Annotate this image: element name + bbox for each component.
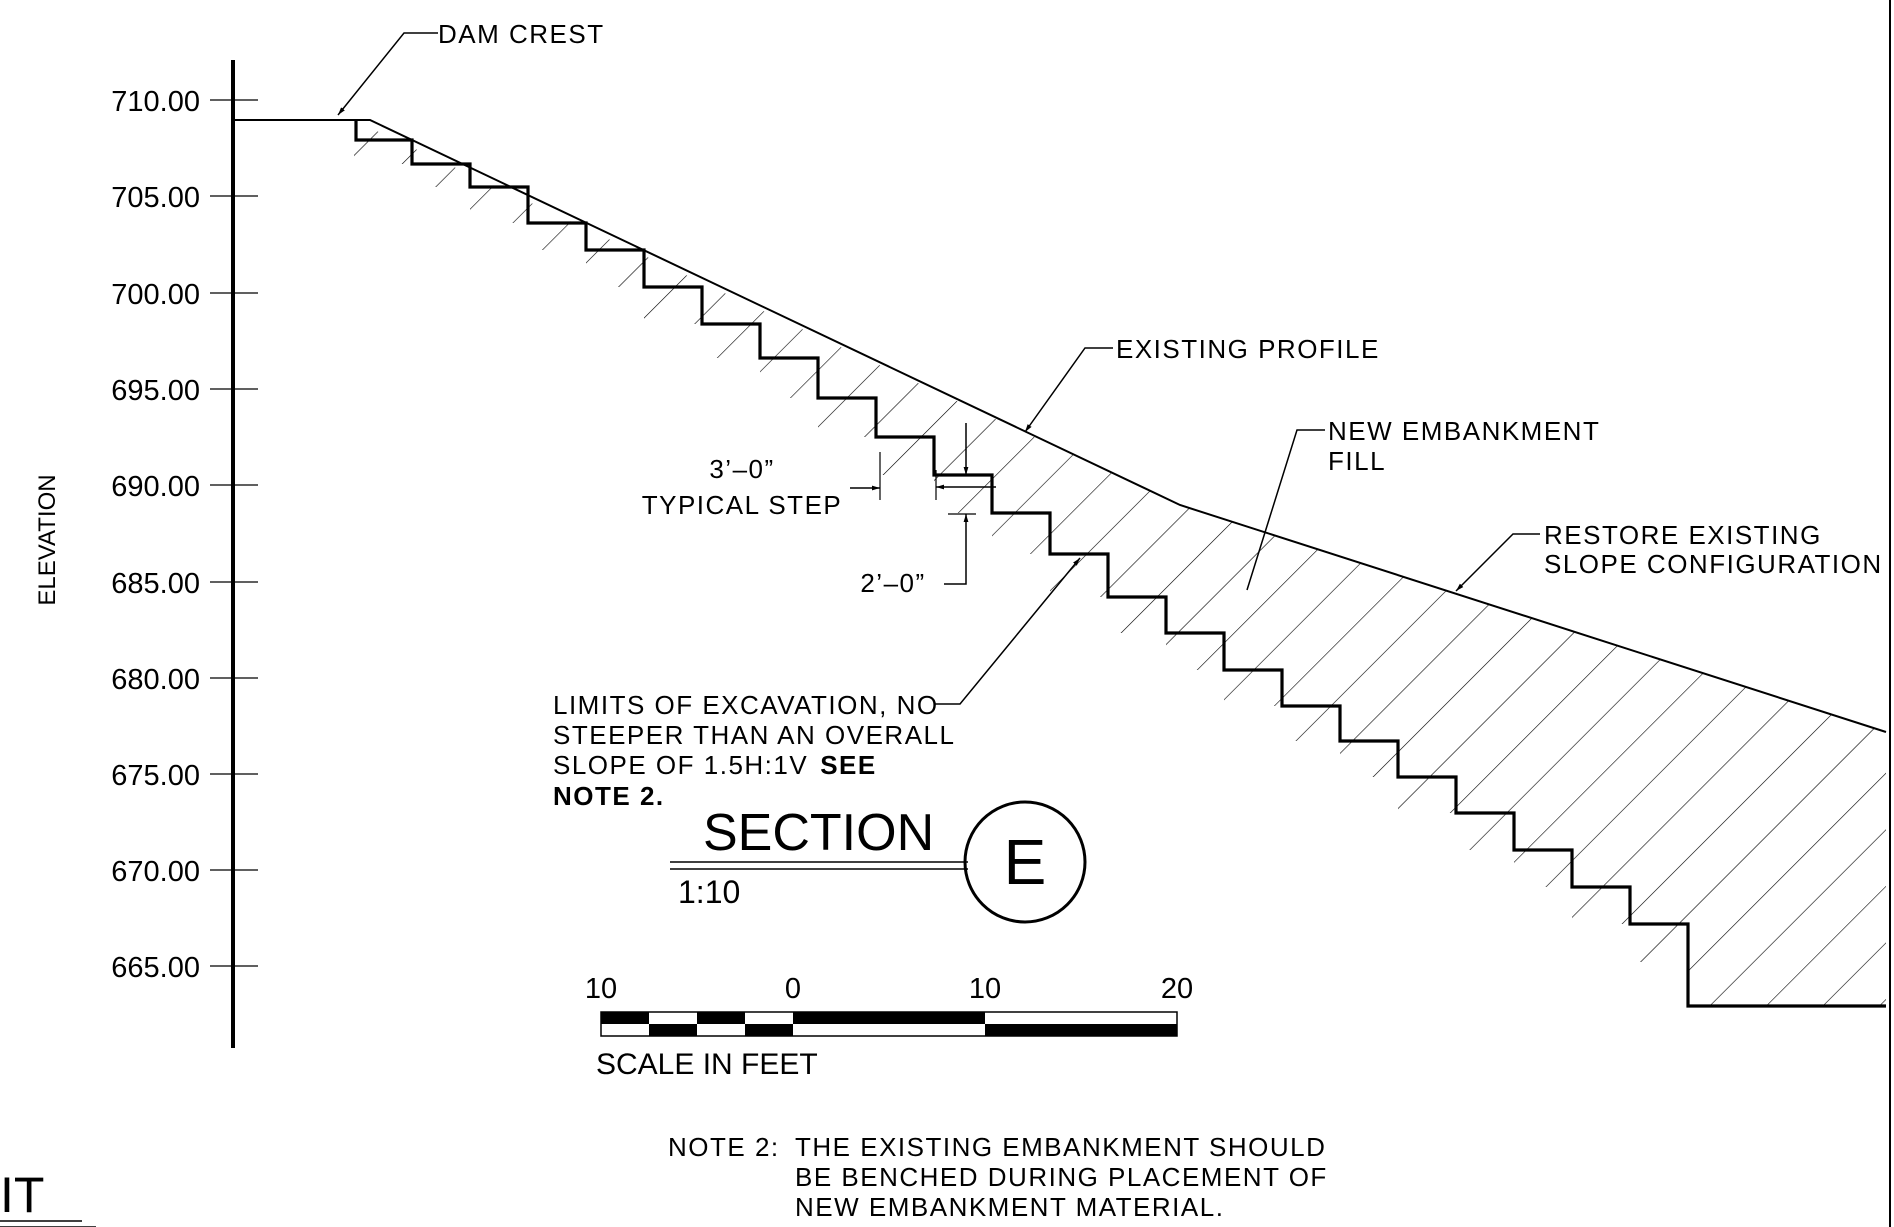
scale-label: SCALE IN FEET [596, 1048, 818, 1081]
section-letter: E [1004, 826, 1047, 898]
note-line: BE BENCHED DURING PLACEMENT OF [795, 1162, 1328, 1192]
tick-label: 705.00 [111, 182, 200, 214]
scale-tick: 0 [785, 973, 801, 1005]
tick-label: 680.00 [111, 664, 200, 696]
tick-label: 690.00 [111, 471, 200, 503]
see-note-text: SEE [820, 750, 877, 780]
limits-leader [935, 557, 1081, 705]
elevation-axis: 710.00 705.00 700.00 695.00 690.00 685.0… [34, 60, 258, 1048]
existing-profile-line [353, 119, 1887, 733]
scale-tick: 10 [585, 973, 617, 1005]
scale-tick: 10 [969, 973, 1001, 1005]
section-title: SECTION [703, 804, 934, 862]
new-embankment-fill-region [353, 120, 1886, 1006]
note-prefix: NOTE 2: [668, 1132, 780, 1162]
limits-label: STEEPER THAN AN OVERALL [553, 720, 955, 750]
scale-tick: 20 [1161, 973, 1193, 1005]
note-line: THE EXISTING EMBANKMENT SHOULD [795, 1132, 1326, 1162]
tick-label: 710.00 [111, 86, 200, 118]
typical-step-label: TYPICAL STEP [642, 490, 843, 520]
existing-profile-label: EXISTING PROFILE [1116, 334, 1380, 364]
restore-label: SLOPE CONFIGURATION [1544, 549, 1883, 579]
limits-label: SLOPE OF 1.5H:1V SEE [553, 750, 877, 780]
tick-label: 675.00 [111, 760, 200, 792]
new-embankment-label: NEW EMBANKMENT [1328, 416, 1600, 446]
new-embankment-leader [1246, 429, 1325, 591]
tick-label: 670.00 [111, 856, 200, 888]
note-line: NEW EMBANKMENT MATERIAL. [795, 1192, 1224, 1222]
section-title-block: SECTION 1:10 E [670, 800, 1087, 924]
dam-crest-label: DAM CREST [438, 19, 605, 49]
section-scale: 1:10 [678, 874, 740, 910]
limits-text: SLOPE OF 1.5H:1V [553, 750, 808, 780]
tick-label: 685.00 [111, 568, 200, 600]
stepped-excavation-line [354, 120, 1886, 1008]
step-width-label: 3’–0” [709, 454, 774, 484]
axis-label: ELEVATION [34, 474, 61, 605]
scale-bar: 10 0 10 20 SCALE IN FEET [585, 973, 1193, 1081]
tick-label: 700.00 [111, 279, 200, 311]
tick-label: 665.00 [111, 952, 200, 984]
restore-label: RESTORE EXISTING [1544, 520, 1822, 550]
limits-note-ref: NOTE 2. [553, 781, 665, 811]
restore-leader [1455, 533, 1540, 592]
existing-profile-leader [1024, 347, 1113, 433]
section-bubble [963, 800, 1087, 924]
corner-fragment: IT [0, 1167, 44, 1223]
new-embankment-label: FILL [1328, 446, 1386, 476]
limits-label: LIMITS OF EXCAVATION, NO [553, 690, 939, 720]
dam-crest-leader [337, 32, 438, 116]
step-height-arrow [944, 514, 969, 585]
step-height-label: 2’–0” [860, 568, 925, 598]
tick-label: 695.00 [111, 375, 200, 407]
note-block: NOTE 2: THE EXISTING EMBANKMENT SHOULD B… [668, 1132, 1328, 1222]
